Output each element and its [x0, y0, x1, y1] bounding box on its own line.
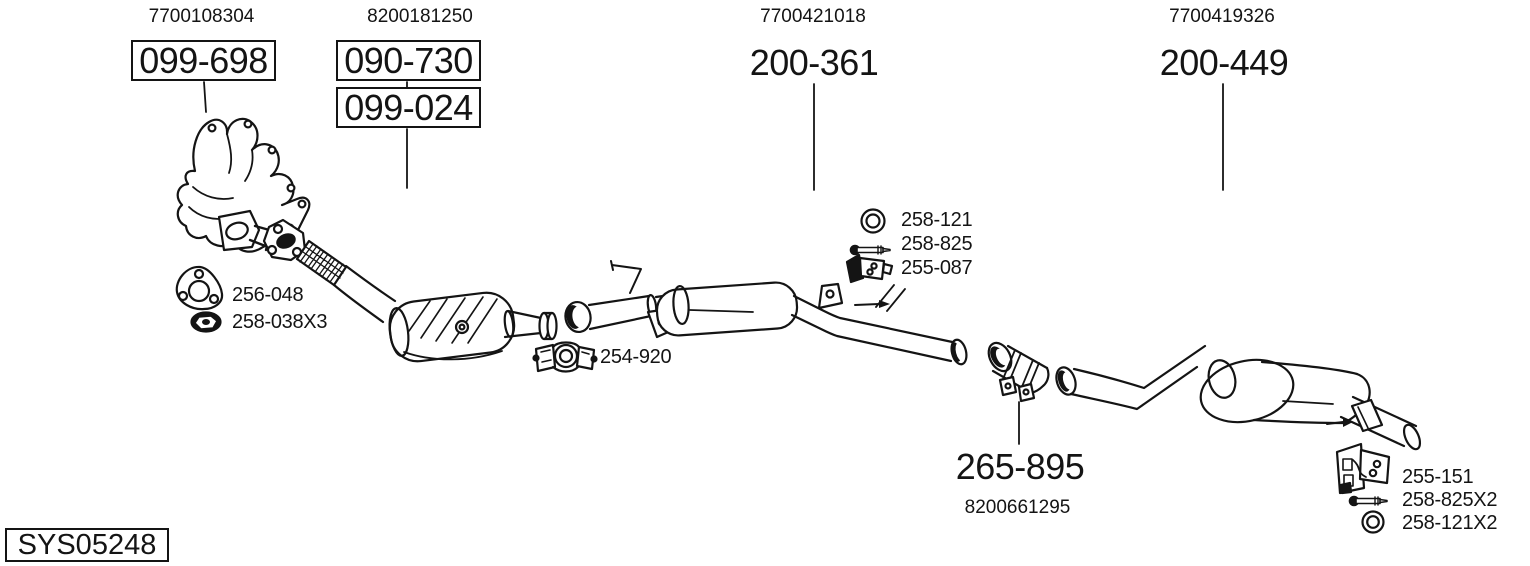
- mid-rear-pipe-drawing: [790, 282, 968, 366]
- part-code-center-silencer: 200-361: [749, 42, 879, 83]
- part-code-manifold: 099-698: [131, 40, 276, 81]
- gasket-icon: [175, 265, 224, 311]
- center-silencer-drawing: [655, 281, 799, 337]
- part-code-bolt-rear: 258-825X2: [1402, 489, 1498, 511]
- leader-lines: [203, 81, 1224, 445]
- part-code-mount-front: 255-087: [901, 257, 973, 279]
- catalytic-converter-drawing: [388, 291, 558, 363]
- part-code-coupling: 265-895: [955, 446, 1085, 487]
- ring-icon-front: [860, 208, 886, 234]
- rear-pipe-drawing: [1055, 344, 1207, 411]
- part-code-mount-rear: 255-151: [1402, 466, 1474, 488]
- oem-number-front-pipe: 8200181250: [367, 6, 473, 27]
- part-code-front-pipe-secondary: 099-024: [336, 87, 481, 128]
- part-code-ring-front: 258-121: [901, 209, 973, 231]
- rubber-mount-icon-rear: [1335, 442, 1391, 495]
- system-code-badge: SYS05248: [5, 528, 169, 562]
- ring-icon-rear: [1361, 510, 1385, 534]
- oem-number-manifold: 7700108304: [148, 6, 255, 27]
- bolt-icon-front: [849, 244, 891, 256]
- coupling-drawing: [987, 341, 1050, 403]
- bolt-icon-rear: [1348, 495, 1388, 507]
- clamp-icon: [532, 341, 598, 373]
- part-code-rear-silencer: 200-449: [1159, 42, 1289, 83]
- nut-icon: [190, 311, 222, 333]
- part-code-flange-nut: 258-038X3: [232, 311, 328, 333]
- front-pipe-drawing: [332, 264, 397, 324]
- part-code-front-pipe-primary: 090-730: [336, 40, 481, 81]
- oem-number-center-silencer: 7700421018: [760, 6, 866, 27]
- rear-silencer-drawing: [1199, 358, 1422, 451]
- part-code-gasket: 256-048: [232, 284, 304, 306]
- part-code-ring-rear: 258-121X2: [1402, 512, 1498, 534]
- oem-number-rear-silencer: 7700419326: [1169, 6, 1275, 27]
- oem-number-coupling: 8200661295: [964, 497, 1071, 518]
- downpipe-flange-drawing: [262, 218, 307, 262]
- flex-braid-drawing: [295, 239, 348, 287]
- center-pipe-drawing: [564, 260, 677, 339]
- part-code-pipe-clamp: 254-920: [600, 346, 672, 368]
- part-code-bolt-front: 258-825: [901, 233, 973, 255]
- rubber-mount-icon-front: [845, 253, 894, 284]
